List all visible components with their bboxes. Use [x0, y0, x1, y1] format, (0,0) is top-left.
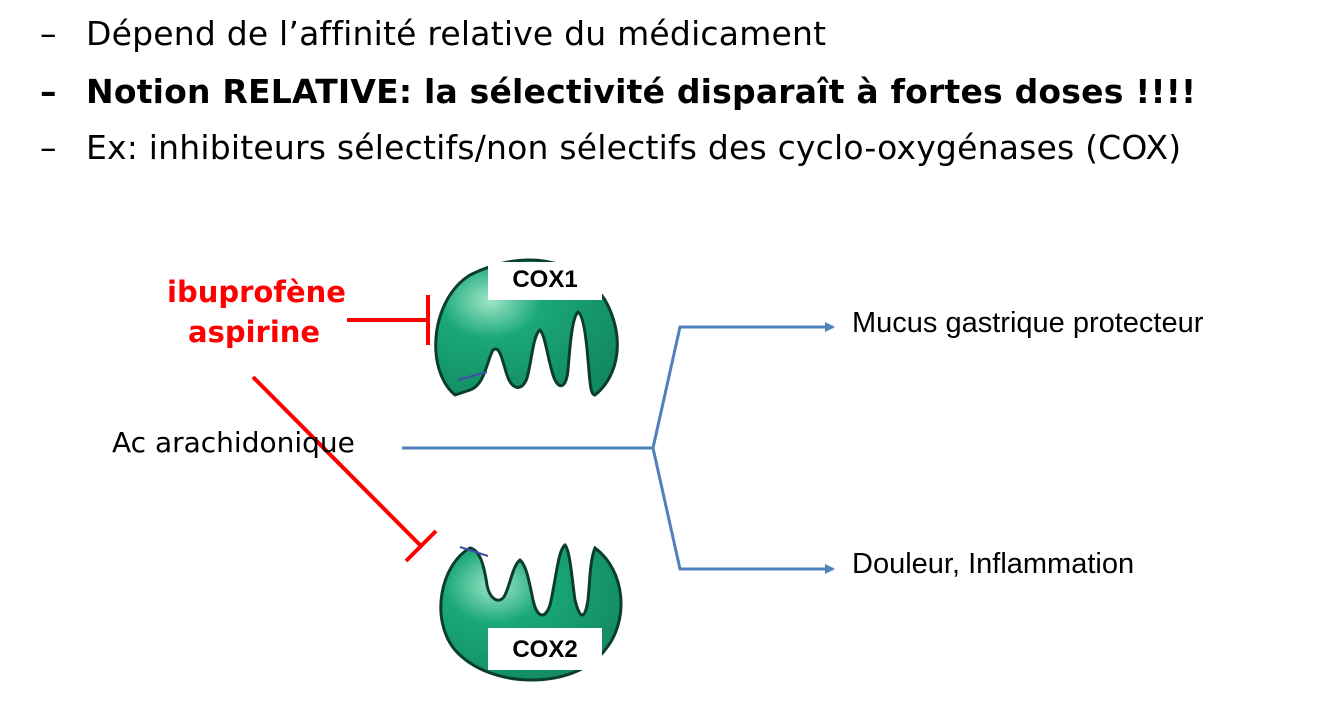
- output-pain-label: Douleur, Inflammation: [852, 548, 1135, 580]
- bullet-text: Notion RELATIVE: la sélectivité disparaî…: [86, 72, 1197, 111]
- bullet-text: Dépend de l’affinité relative du médicam…: [86, 14, 827, 53]
- bullet-dash: –: [40, 72, 57, 111]
- bullet-text: Ex: inhibiteurs sélectifs/non sélectifs …: [86, 128, 1182, 167]
- arrow-to-mucus: [651, 322, 835, 449]
- inhibitor-aspirine: aspirine: [188, 315, 321, 349]
- bullet-item: –Ex: inhibiteurs sélectifs/non sélectifs…: [40, 128, 1181, 167]
- output-mucus-label: Mucus gastrique protecteur: [852, 307, 1204, 339]
- bullet-list: –Dépend de l’affinité relative du médica…: [0, 0, 1323, 200]
- inhibition-bar-cox2: [404, 529, 438, 563]
- cox1-label: COX1: [488, 262, 602, 300]
- inhibitor-ibuprofene: ibuprofène: [167, 275, 346, 309]
- bullet-item: –Notion RELATIVE: la sélectivité dispara…: [40, 72, 1196, 111]
- bullet-dash: –: [40, 128, 57, 167]
- cox2-label: COX2: [488, 628, 602, 670]
- bullet-dash: –: [40, 14, 57, 53]
- arrow-to-pain: [651, 447, 835, 574]
- inhibition-cox1: [347, 295, 430, 345]
- inhibition-cox2: [251, 375, 438, 563]
- bullet-item: –Dépend de l’affinité relative du médica…: [40, 14, 826, 53]
- pathway-lines: [402, 322, 835, 574]
- inhibition-line-cox2: [251, 375, 422, 547]
- cox1-label-text: COX1: [512, 266, 578, 293]
- cox2-label-text: COX2: [512, 636, 578, 663]
- substrate-label: Ac arachidonique: [112, 426, 355, 459]
